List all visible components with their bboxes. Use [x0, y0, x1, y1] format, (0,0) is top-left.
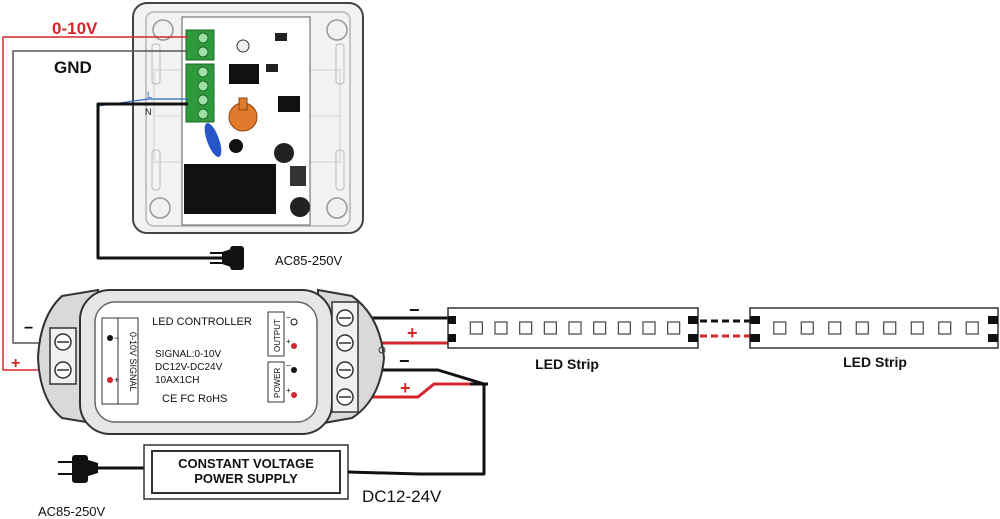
ac-plug-icon-bottom [58, 455, 98, 483]
power-plus-label: + [400, 378, 411, 398]
screw-hole-icon [152, 19, 174, 41]
led-controller: 0-10V SIGNAL − + OUTPUT − + POWER − + LE… [36, 288, 386, 435]
terminal-block-signal [185, 29, 215, 61]
power-supply: CONSTANT VOLTAGE POWER SUPPLY [143, 444, 421, 500]
power-supply-line2: POWER SUPPLY [194, 471, 298, 486]
led-chip-icon [828, 321, 842, 335]
power-minus-label: − [399, 351, 410, 371]
power-plus-wire [358, 382, 470, 399]
gnd-wire [12, 50, 188, 344]
screw-hole-icon [326, 197, 348, 219]
led-chip-icon [883, 321, 897, 335]
led-chip-icon [593, 321, 607, 335]
relay-icon [184, 164, 276, 214]
led-chip-icon [965, 321, 979, 335]
led-chip-icon [543, 321, 557, 335]
controller-certifications: CE FC RoHS [162, 393, 227, 405]
n-label: N [145, 107, 152, 117]
screw-hole-icon [149, 197, 171, 219]
output-plus-label: + [407, 323, 418, 343]
led-chip-icon [910, 321, 924, 335]
led-chip-icon [617, 321, 631, 335]
controller-title: LED CONTROLLER [152, 316, 252, 328]
led-strip-1-label: LED Strip [535, 356, 599, 372]
ac-top-label: AC85-250V [275, 253, 343, 268]
led-chip-icon [938, 321, 952, 335]
signal-wire-red [2, 36, 188, 371]
led-strip-1 [447, 307, 699, 349]
mains-n-wire [96, 102, 230, 260]
led-chip-icon [667, 321, 681, 335]
controller-spec-voltage: DC12V-DC24V [155, 362, 223, 373]
controller-pin-minus-out: − [286, 313, 291, 322]
output-terminal-block [331, 301, 386, 413]
controller-pin-plus-left: + [114, 375, 119, 385]
ac-plug-icon-top [210, 246, 244, 270]
screw-hole-icon [326, 19, 348, 41]
led-chip-icon [855, 321, 869, 335]
controller-spec-signal: SIGNAL:0-10V [155, 349, 221, 360]
controller-spec-current: 10AX1CH [155, 375, 199, 386]
led-chip-icon [568, 321, 582, 335]
controller-pin-plus-out: + [286, 337, 291, 346]
controller-power-tag: POWER [273, 368, 282, 398]
input-terminal-block [49, 327, 77, 385]
led-strip-2 [749, 307, 999, 349]
controller-input-side-label: 0-10V SIGNAL [128, 332, 138, 392]
wires [2, 36, 752, 476]
led-indicator-icon [236, 39, 250, 53]
led-strip-2-label: LED Strip [843, 354, 907, 370]
dimmer-panel [132, 2, 364, 234]
led-chip-icon [469, 321, 483, 335]
terminal-block-mains [185, 63, 215, 123]
led-chip-icon [800, 321, 814, 335]
signal-range-label: 0-10V [52, 19, 98, 38]
input-plus-label: + [11, 355, 20, 372]
dc-range-label: DC12-24V [362, 487, 442, 506]
controller-pin-minus-pwr: − [286, 361, 291, 370]
gnd-label: GND [54, 58, 92, 77]
led-chip-icon [519, 321, 533, 335]
input-minus-label: − [24, 320, 33, 337]
controller-pin-plus-pwr: + [286, 386, 291, 395]
led-chip-icon [773, 321, 787, 335]
ac-bottom-label: AC85-250V [38, 504, 106, 519]
controller-pin-minus-left: − [114, 333, 119, 343]
led-chip-icon [494, 321, 508, 335]
controller-output-tag: OUTPUT [273, 319, 282, 352]
l-label: L [147, 90, 152, 100]
power-supply-line1: CONSTANT VOLTAGE [178, 456, 314, 471]
output-minus-label: − [409, 300, 420, 320]
led-chip-icon [642, 321, 656, 335]
